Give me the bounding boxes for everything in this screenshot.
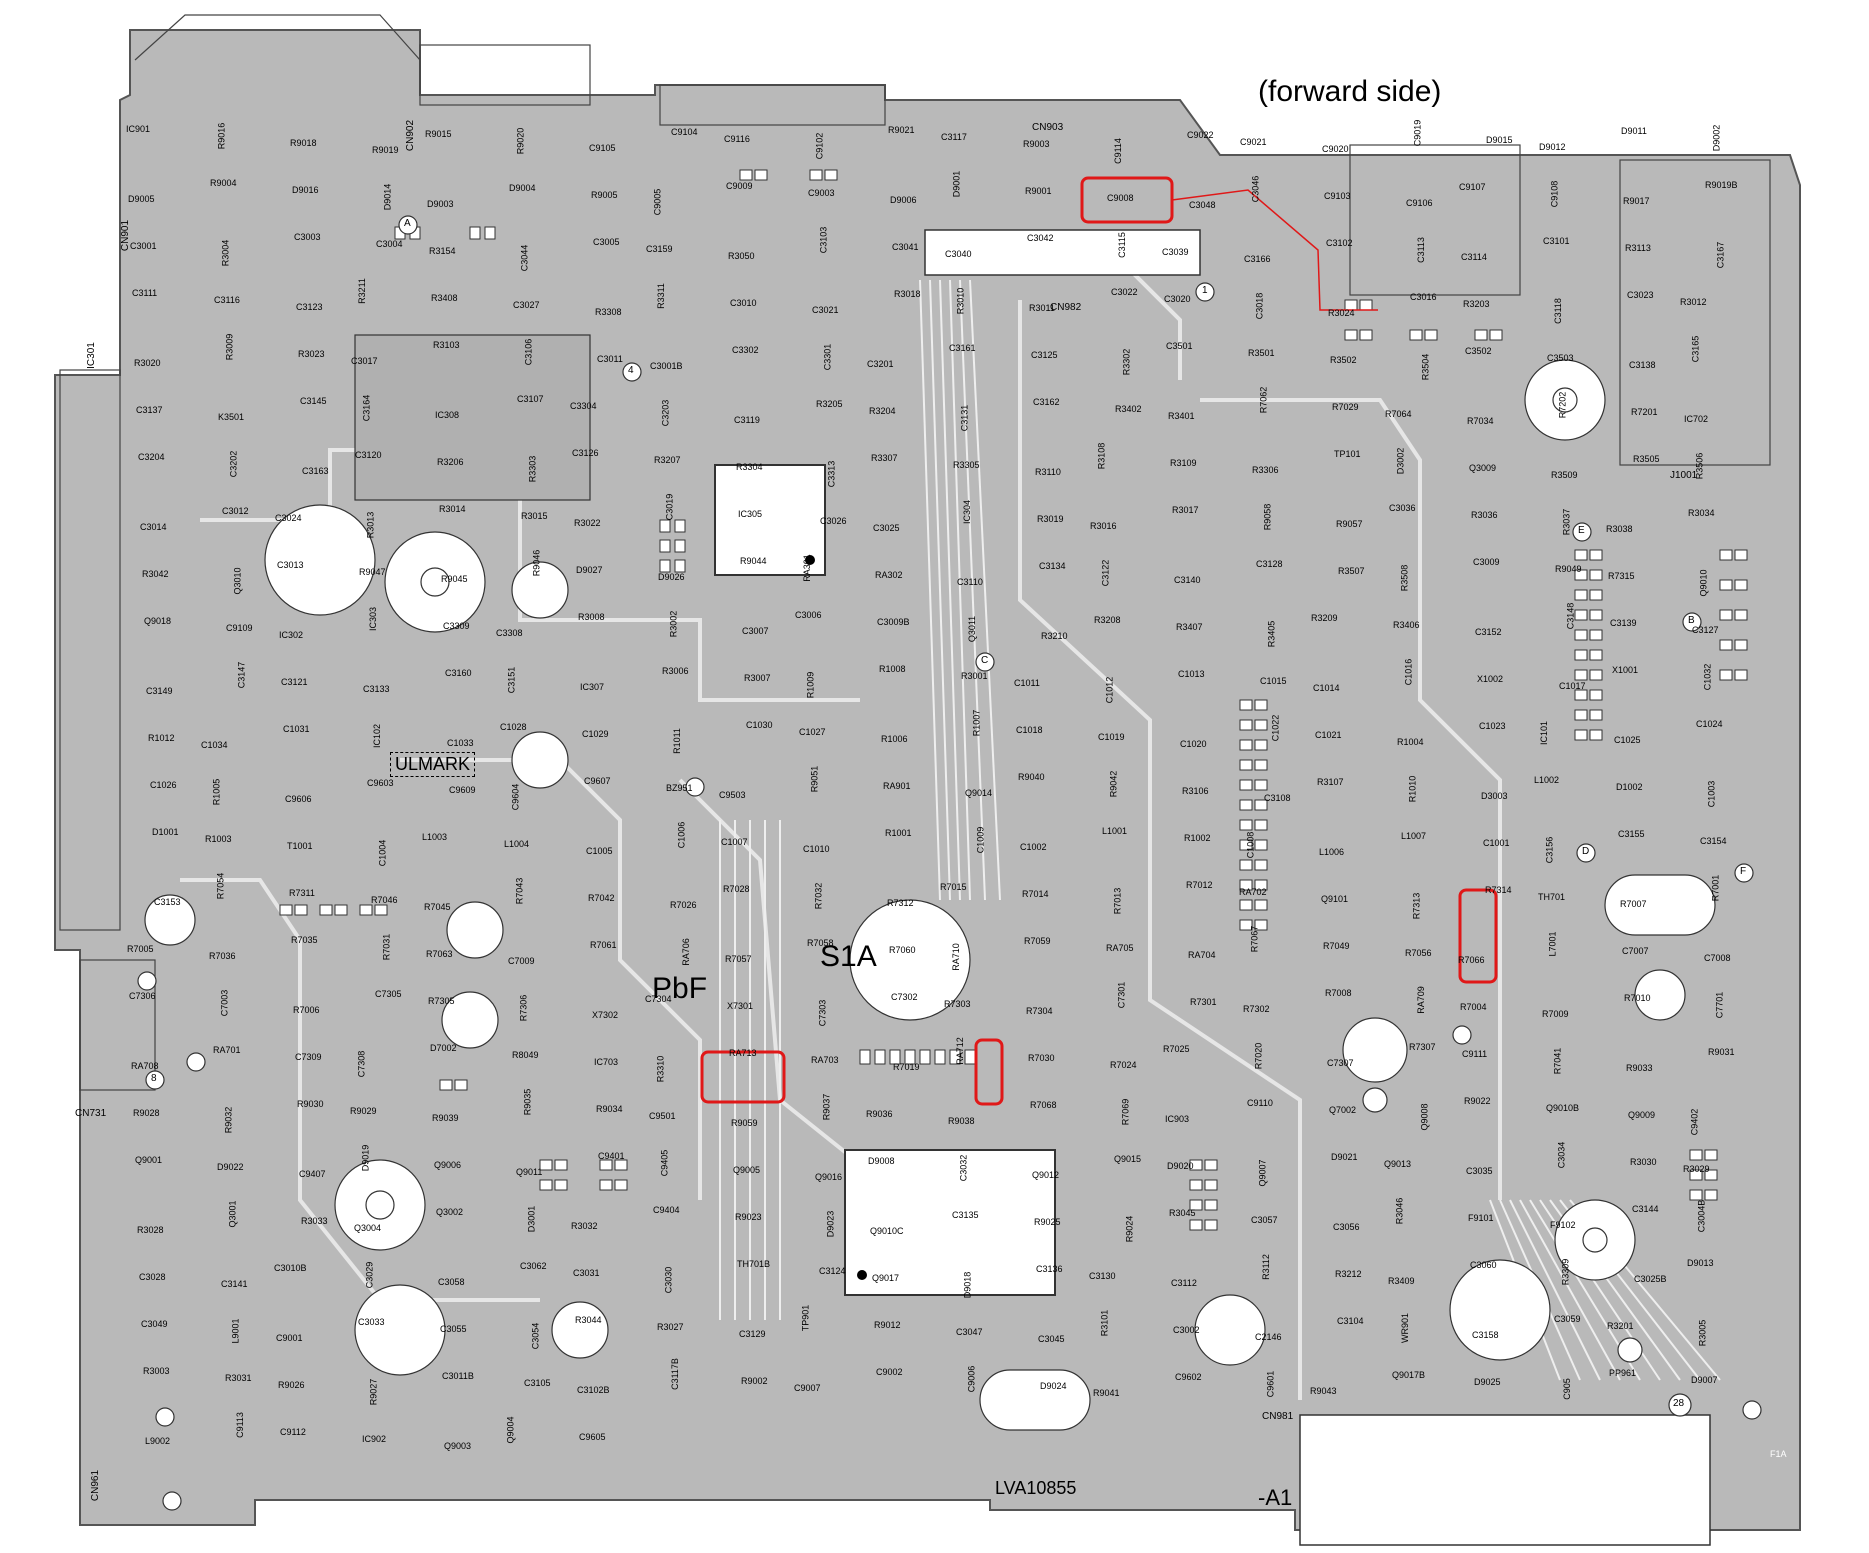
ic-pin1-marker-upper — [805, 555, 815, 565]
connector-label-cn982: CN982 — [1050, 302, 1082, 313]
top-bracket-right — [419, 44, 591, 106]
marker-4-top: 4 — [628, 365, 634, 376]
solder-mark-label: PbF — [652, 972, 708, 1005]
cn982-connector — [924, 229, 1201, 276]
marker-c-mid: C — [981, 655, 989, 666]
jack-bracket — [1619, 159, 1771, 466]
marker-a-top: A — [404, 218, 411, 229]
marker-e-right: E — [1578, 525, 1585, 536]
marker-8-left: 8 — [151, 1073, 157, 1084]
left-connector-ic301 — [59, 369, 121, 931]
cn981-connector — [1299, 1414, 1711, 1546]
marker-f-right: F — [1740, 866, 1747, 877]
connector-label-cn901: CN901 — [120, 219, 132, 252]
pcb-traces — [180, 238, 1721, 1400]
switch-label: S1A — [820, 940, 877, 973]
round-components — [144, 359, 1686, 1408]
connector-label-cn903: CN903 — [1032, 122, 1064, 133]
red-jumper-wire — [1171, 189, 1378, 311]
highlight-r7313-r7314 — [700, 1050, 786, 1104]
forward-side-label: (forward side) — [1258, 75, 1442, 108]
cn731-connector — [79, 959, 156, 1091]
marker-b-right: B — [1688, 615, 1695, 626]
connector-label-cn731: CN731 — [75, 1108, 107, 1119]
ic-pin1-marker-lower — [857, 1270, 867, 1280]
marker-28-bottom: 28 — [1673, 1398, 1685, 1409]
highlight-r7005 — [974, 1038, 1004, 1106]
right-connector-bracket — [1349, 144, 1521, 296]
connector-label-ic301: IC301 — [85, 342, 97, 369]
connector-label-cn981: CN981 — [1262, 1411, 1294, 1422]
x7302-crystal — [979, 1369, 1091, 1431]
marker-d-right: D — [1582, 846, 1590, 857]
connector-label-cn902: CN902 — [405, 119, 417, 152]
connector-label-cn961: CN961 — [90, 1469, 102, 1502]
highlight-r1009-r1008 — [1458, 888, 1498, 984]
smd-pads — [279, 169, 1748, 1231]
x1001-crystal — [1604, 874, 1716, 936]
marker-1-top: 1 — [1202, 285, 1208, 296]
ul-mark-label: ULMARK — [390, 752, 476, 777]
top-connector-block — [659, 84, 886, 126]
connector-label-j1001: J1001 — [1670, 470, 1698, 481]
heatsink-block — [354, 334, 591, 501]
model-suffix-label: -A1 — [1258, 1485, 1293, 1510]
model-code-label: LVA10855 — [995, 1478, 1077, 1498]
ic-main-qfp-lower — [844, 1149, 1056, 1296]
corner-code-label: F1A — [1770, 1449, 1787, 1459]
point-markers — [137, 215, 1762, 1511]
